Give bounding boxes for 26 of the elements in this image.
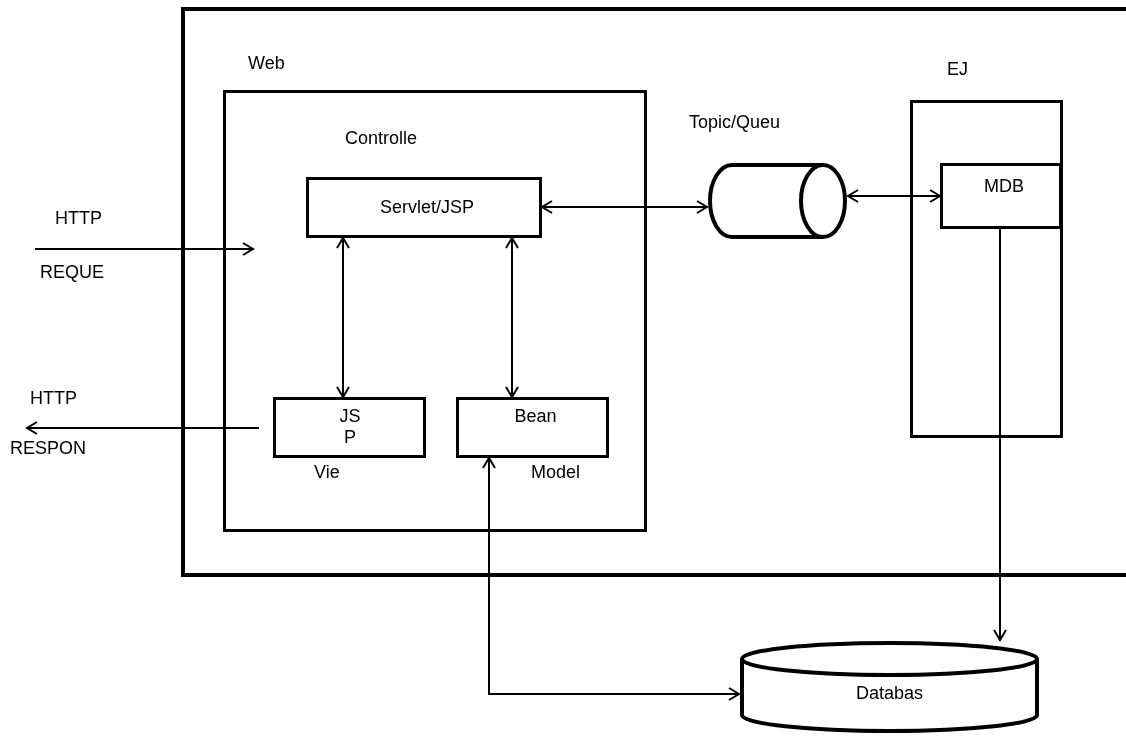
- arrow: [847, 189, 941, 203]
- arrow: [993, 228, 1007, 641]
- node-label: Servlet/JSP: [378, 196, 475, 219]
- node-label: MDB: [983, 176, 1025, 197]
- caption-text: Model: [531, 462, 581, 483]
- node-label: Databas: [854, 683, 924, 704]
- caption-text: Controlle: [345, 128, 418, 149]
- arrow: [26, 421, 260, 435]
- node-label: EJ: [947, 59, 968, 80]
- signal-label: REQUE: [40, 262, 104, 283]
- signal-label: HTTP: [30, 388, 77, 409]
- arrow: [482, 457, 740, 701]
- node-label: Bean: [513, 406, 558, 427]
- arrow: [505, 237, 519, 398]
- component-box: [940, 163, 1062, 229]
- signal-label: RESPON: [10, 438, 87, 459]
- caption-text: Topic/Queu: [689, 112, 781, 133]
- node-label: JS P: [338, 406, 362, 448]
- node-label: Web: [248, 53, 285, 74]
- arrow: [541, 200, 708, 214]
- arrow: [34, 242, 254, 256]
- arrow: [336, 237, 350, 398]
- container-box: [181, 7, 1126, 577]
- cylinder-shape: [739, 640, 1040, 734]
- signal-label: HTTP: [55, 208, 102, 229]
- caption-text: Vie: [314, 462, 340, 483]
